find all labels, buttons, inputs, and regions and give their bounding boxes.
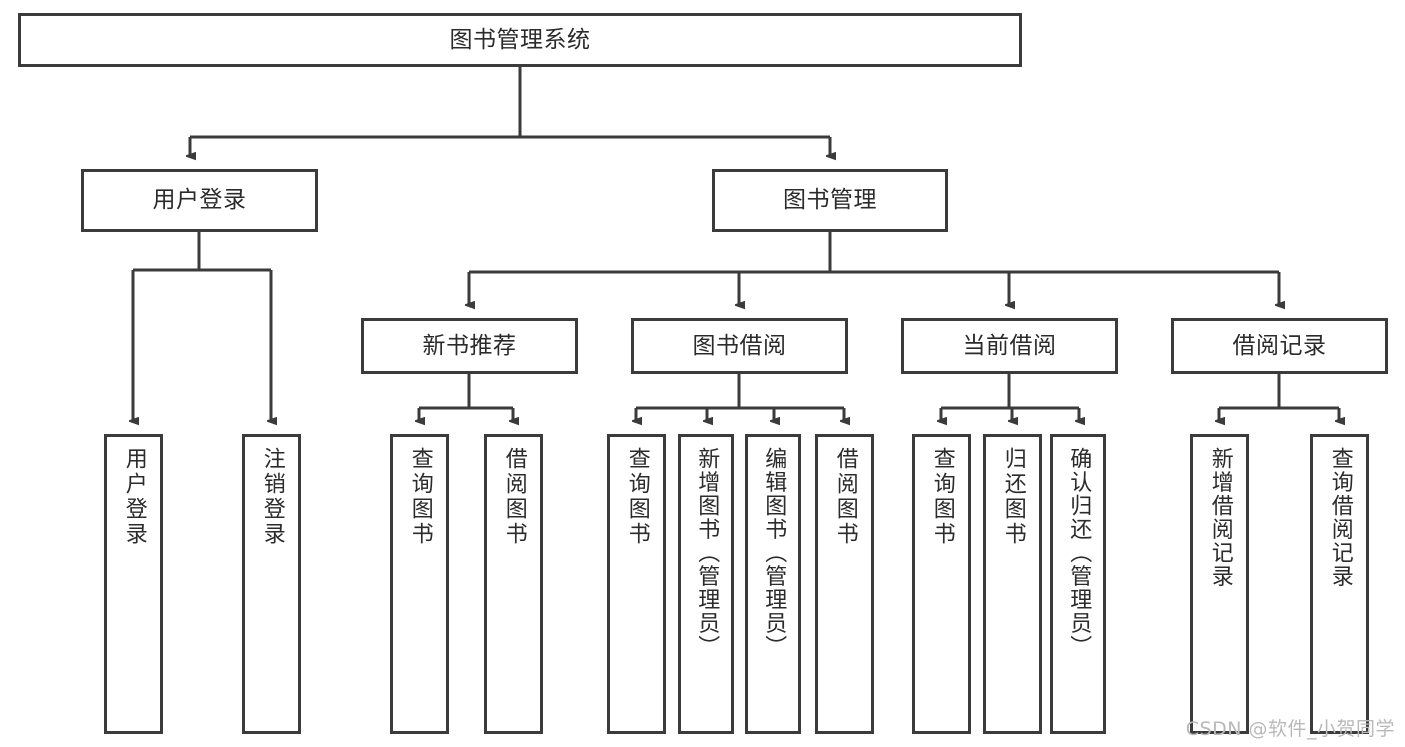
- node-leaf-user-logout[interactable]: 注销登录: [242, 434, 301, 734]
- node-current-borrow-label: 当前借阅: [962, 332, 1057, 359]
- node-leaf-borrow-book-2-label: 借阅图书: [832, 447, 858, 547]
- node-book-manage[interactable]: 图书管理: [712, 169, 948, 232]
- node-leaf-query-book-1[interactable]: 查询图书: [390, 434, 449, 734]
- node-book-borrow-label: 图书借阅: [692, 332, 787, 359]
- node-leaf-user-login-label: 用户登录: [121, 447, 147, 547]
- node-leaf-query-borrow-record-label: 查询借阅记录: [1327, 447, 1353, 588]
- node-leaf-add-book-admin[interactable]: 新增图书（管理员）: [678, 434, 734, 734]
- node-leaf-confirm-return-admin[interactable]: 确认归还（管理员）: [1050, 434, 1106, 734]
- node-leaf-query-book-2-label: 查询图书: [624, 447, 650, 547]
- node-new-book-recommend-label: 新书推荐: [422, 332, 517, 359]
- node-leaf-return-book[interactable]: 归还图书: [983, 434, 1042, 734]
- node-borrow-record[interactable]: 借阅记录: [1171, 318, 1388, 374]
- node-leaf-query-book-3[interactable]: 查询图书: [912, 434, 971, 734]
- watermark: CSDN @软件_小贺同学: [1185, 718, 1395, 740]
- node-book-borrow[interactable]: 图书借阅: [631, 318, 848, 374]
- node-leaf-confirm-return-admin-label: 确认归还（管理员）: [1066, 447, 1092, 659]
- node-leaf-user-login[interactable]: 用户登录: [104, 434, 163, 734]
- node-user-login[interactable]: 用户登录: [81, 169, 318, 232]
- node-borrow-record-label: 借阅记录: [1232, 332, 1327, 359]
- node-leaf-query-book-2[interactable]: 查询图书: [607, 434, 666, 734]
- node-root[interactable]: 图书管理系统: [18, 13, 1022, 67]
- node-root-label: 图书管理系统: [449, 26, 591, 53]
- node-leaf-add-borrow-record-label: 新增借阅记录: [1207, 447, 1233, 588]
- node-leaf-query-book-3-label: 查询图书: [929, 447, 955, 547]
- node-new-book-recommend[interactable]: 新书推荐: [361, 318, 578, 374]
- node-leaf-add-book-admin-label: 新增图书（管理员）: [694, 447, 720, 659]
- node-leaf-return-book-label: 归还图书: [1000, 447, 1026, 547]
- node-leaf-query-book-1-label: 查询图书: [407, 447, 433, 547]
- node-leaf-user-logout-label: 注销登录: [259, 447, 285, 547]
- node-leaf-borrow-book-1-label: 借阅图书: [501, 447, 527, 547]
- node-leaf-query-borrow-record[interactable]: 查询借阅记录: [1310, 434, 1369, 734]
- node-leaf-edit-book-admin[interactable]: 编辑图书（管理员）: [745, 434, 801, 734]
- node-leaf-borrow-book-1[interactable]: 借阅图书: [484, 434, 543, 734]
- node-leaf-borrow-book-2[interactable]: 借阅图书: [815, 434, 874, 734]
- node-current-borrow[interactable]: 当前借阅: [901, 318, 1118, 374]
- node-book-manage-label: 图书管理: [783, 187, 877, 214]
- node-user-login-label: 用户登录: [152, 187, 247, 214]
- node-leaf-edit-book-admin-label: 编辑图书（管理员）: [761, 447, 787, 659]
- node-leaf-add-borrow-record[interactable]: 新增借阅记录: [1190, 434, 1249, 734]
